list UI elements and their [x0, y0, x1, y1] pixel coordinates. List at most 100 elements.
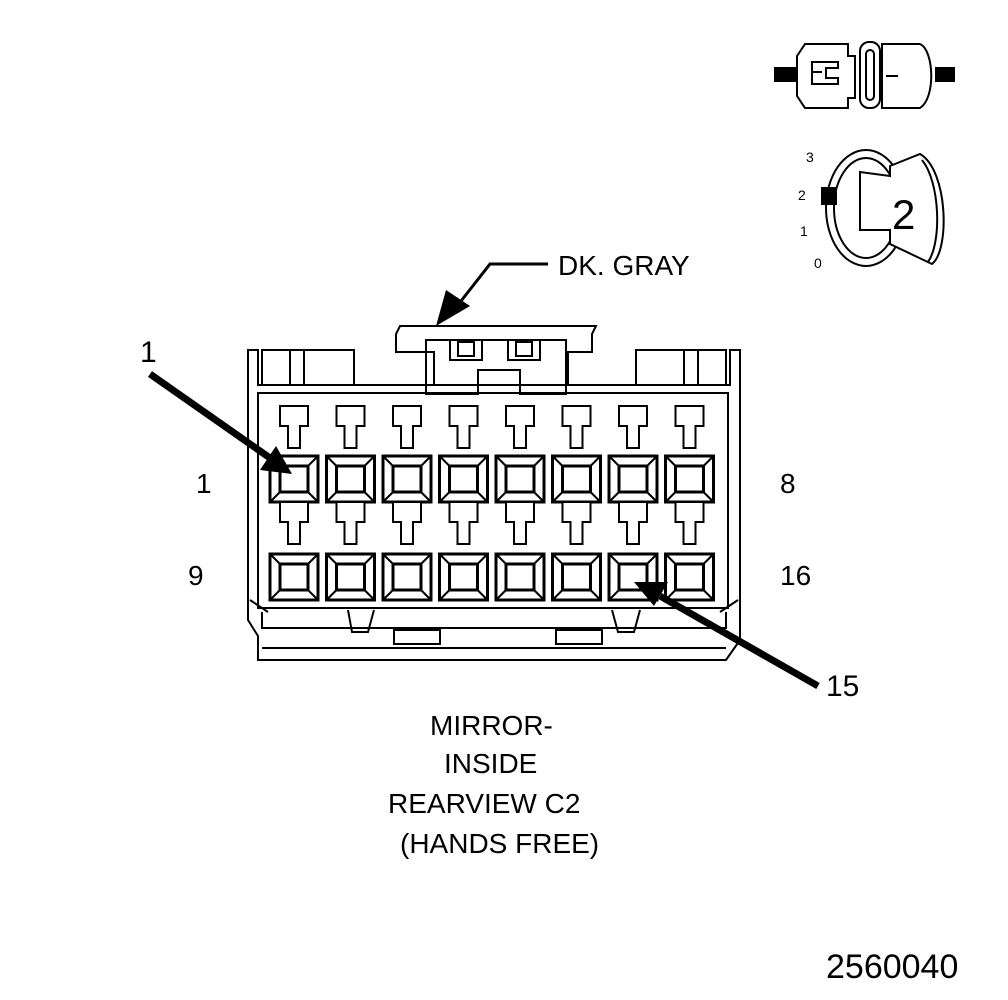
callout-15-arrow	[634, 582, 820, 690]
cavity-bevel-line	[363, 589, 376, 601]
terminal-cavity-inner-16	[674, 562, 705, 592]
cavity-bevel-line	[551, 553, 564, 565]
cavity-bevel-line	[476, 455, 489, 467]
cavity-bevel-line	[664, 455, 677, 467]
terminal-cavity-inner-15	[617, 562, 649, 592]
cavity-bevel-line	[533, 553, 545, 565]
cavity-bevel-line	[551, 491, 564, 503]
pin-16-label: 16	[780, 560, 812, 591]
cavity-bevel-line	[533, 455, 545, 467]
cavity-bevel-line	[307, 491, 319, 503]
terminal-cavity-inner-12	[448, 562, 479, 592]
cavity-bevel-line	[438, 455, 451, 467]
figure-number: 2560040	[826, 948, 959, 986]
lock-scale-2: 2	[798, 187, 806, 203]
cavity-bevel-line	[438, 589, 451, 601]
terminal-cavity-inner-9	[278, 562, 310, 592]
cavity-bevel-line	[269, 589, 281, 601]
cavity-bevel-line	[307, 589, 319, 601]
terminal-cavity-inner-4	[448, 464, 479, 494]
connector-lock-position-icon	[821, 149, 945, 267]
cavity-lock-4	[448, 405, 479, 449]
connector-side-view-icon	[774, 41, 955, 109]
caption-line-3: REARVIEW C2	[388, 788, 581, 819]
cavity-bevel-line	[325, 589, 338, 601]
terminal-cavity-inner-5	[504, 464, 536, 494]
cavity-lock-5	[505, 405, 535, 449]
callout-1-arrow	[147, 371, 292, 474]
cavity-bevel-line	[702, 553, 715, 565]
cavity-bevel-line	[325, 455, 338, 467]
cavity-bevel-line	[589, 589, 602, 601]
cavity-lock-9	[279, 501, 309, 545]
cavity-bevel-line	[382, 589, 394, 601]
cavity-lock-2	[335, 405, 366, 449]
cavity-bevel-line	[476, 491, 489, 503]
terminal-cavity-inner-7	[617, 464, 649, 494]
terminal-cavity-inner-6	[561, 464, 592, 494]
caption-line-1: MIRROR-	[430, 710, 553, 741]
lock-icon-digit: 2	[892, 191, 916, 238]
terminal-cavity-inner-2	[335, 464, 366, 494]
cavity-lock-13	[505, 501, 535, 545]
cavity-bevel-line	[646, 455, 658, 467]
cavity-bevel-line	[608, 491, 620, 503]
cavity-bevel-line	[702, 491, 715, 503]
cavity-bevel-line	[438, 553, 451, 565]
caption-line-4: (HANDS FREE)	[400, 828, 600, 859]
cavity-bevel-line	[589, 455, 602, 467]
cavity-bevel-line	[589, 553, 602, 565]
cavity-bevel-line	[702, 589, 715, 601]
terminal-cavities	[268, 405, 715, 602]
cavity-bevel-line	[551, 589, 564, 601]
cavity-lock-12	[448, 501, 479, 545]
cavity-bevel-line	[476, 553, 489, 565]
terminal-cavity-inner-3	[391, 464, 423, 494]
cavity-lock-15	[618, 501, 648, 545]
cavity-bevel-line	[269, 553, 281, 565]
cavity-bevel-line	[363, 553, 376, 565]
wire-color-label: DK. GRAY	[558, 250, 690, 281]
cavity-bevel-line	[325, 553, 338, 565]
cavity-bevel-line	[307, 553, 319, 565]
cavity-bevel-line	[533, 589, 545, 601]
color-leader-arrow	[436, 262, 548, 326]
cavity-bevel-line	[382, 455, 394, 467]
cavity-bevel-line	[420, 491, 432, 503]
cavity-bevel-line	[438, 491, 451, 503]
cavity-bevel-line	[702, 455, 715, 467]
cavity-lock-6	[561, 405, 592, 449]
cavity-lock-8	[674, 405, 705, 449]
terminal-cavity-inner-11	[391, 562, 423, 592]
terminal-cavity-inner-8	[674, 464, 705, 494]
lock-scale-1: 1	[800, 223, 808, 239]
lock-scale-3: 3	[806, 149, 814, 165]
cavity-bevel-line	[382, 491, 394, 503]
pin-8-label: 8	[780, 468, 796, 499]
cavity-bevel-line	[382, 553, 394, 565]
cavity-bevel-line	[646, 553, 658, 565]
cavity-bevel-line	[495, 589, 507, 601]
cavity-bevel-line	[551, 455, 564, 467]
cavity-lock-10	[335, 501, 366, 545]
cavity-bevel-line	[363, 455, 376, 467]
pin-1-label: 1	[196, 468, 212, 499]
lock-scale-0: 0	[814, 255, 822, 271]
cavity-bevel-line	[608, 455, 620, 467]
cavity-bevel-line	[646, 491, 658, 503]
cavity-lock-11	[392, 501, 422, 545]
terminal-cavity-inner-13	[504, 562, 536, 592]
caption-line-2: INSIDE	[444, 748, 538, 779]
cavity-bevel-line	[420, 589, 432, 601]
terminal-cavity-inner-10	[335, 562, 366, 592]
cavity-bevel-line	[363, 491, 376, 503]
cavity-bevel-line	[495, 455, 507, 467]
cavity-lock-14	[561, 501, 592, 545]
terminal-cavity-inner-14	[561, 562, 592, 592]
cavity-lock-16	[674, 501, 705, 545]
cavity-bevel-line	[664, 491, 677, 503]
callout-15-label: 15	[826, 670, 860, 703]
cavity-bevel-line	[495, 553, 507, 565]
cavity-lock-1	[279, 405, 309, 449]
